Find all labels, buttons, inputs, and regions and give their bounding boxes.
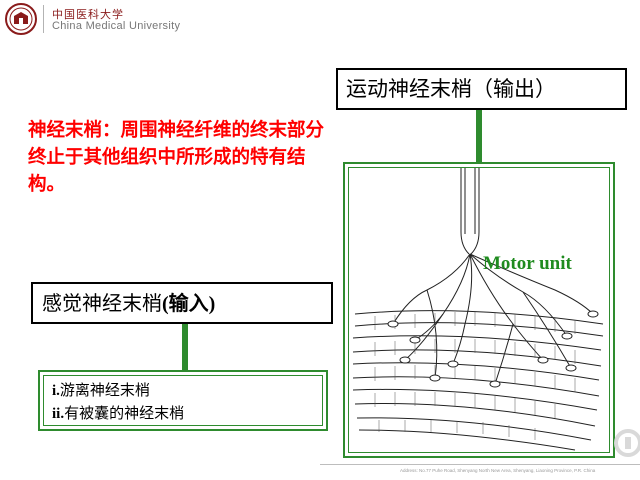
logo-text-english: China Medical University bbox=[52, 20, 181, 32]
footer-watermark-icon bbox=[614, 429, 640, 457]
motor-ending-box: 运动神经末梢（输出） bbox=[336, 68, 627, 110]
type-marker: ii. bbox=[52, 406, 65, 422]
motor-unit-illustration bbox=[352, 168, 604, 451]
university-emblem-icon bbox=[5, 3, 37, 35]
illustration-frame bbox=[343, 162, 615, 458]
sensory-ending-box: 感觉神经末梢(输入) bbox=[31, 282, 333, 324]
sensory-ending-paren: (输入) bbox=[162, 293, 216, 315]
input-connector bbox=[182, 324, 188, 370]
type-text: 有被囊的神经末梢 bbox=[64, 404, 185, 422]
logo-text-chinese: 中国医科大学 bbox=[52, 8, 124, 21]
logo-divider bbox=[43, 5, 44, 33]
footer-divider bbox=[320, 464, 640, 465]
definition-text: 神经末梢：周围神经纤维的终末部分终止于其他组织中所形成的特有结构。 bbox=[28, 120, 325, 195]
illustration-inner-border bbox=[348, 167, 610, 453]
type-item-encapsulated: ii.有被囊的神经末梢 bbox=[52, 402, 184, 423]
sensory-ending-label: 感觉神经末梢 bbox=[42, 291, 162, 315]
output-connector bbox=[476, 110, 482, 162]
sensory-types-inner-border: i.游离神经末梢 ii.有被囊的神经末梢 bbox=[43, 375, 323, 426]
type-marker: i. bbox=[52, 383, 60, 399]
footer-address: Address: No.77 Puhe Road, Shenyang North… bbox=[400, 468, 596, 473]
sensory-types-box: i.游离神经末梢 ii.有被囊的神经末梢 bbox=[38, 370, 328, 431]
type-text: 游离神经末梢 bbox=[59, 381, 150, 399]
motor-unit-label: Motor unit bbox=[483, 253, 572, 274]
type-item-free: i.游离神经末梢 bbox=[52, 379, 150, 400]
